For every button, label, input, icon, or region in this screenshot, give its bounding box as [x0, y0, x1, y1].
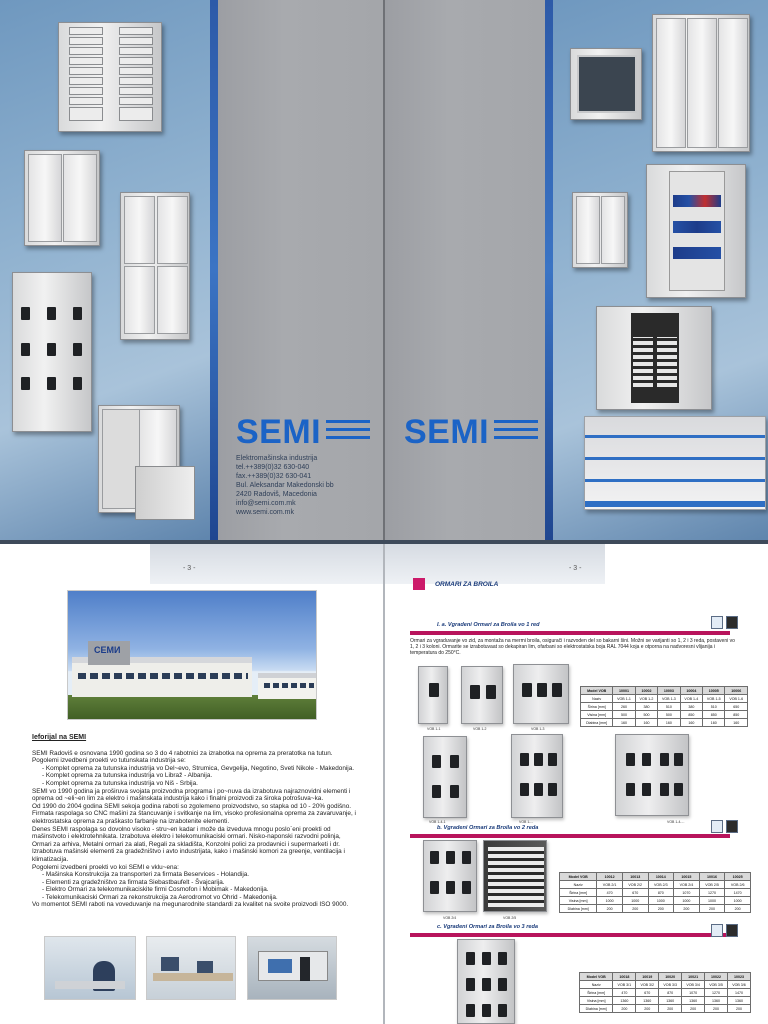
sub-title-b: b. Vgradeni Ormari za Broila vo 2 reda — [437, 825, 539, 831]
page-right: - 3 - ORMARI ZA BROILA I. a. Vgradeni Or… — [385, 544, 768, 1024]
vob-2-4-image — [423, 840, 477, 912]
indoor-icon — [711, 820, 723, 833]
caption: VOB 2/5 — [503, 916, 517, 920]
vob-1-1-image — [418, 666, 448, 724]
section-title: ORMARI ZA BROILA — [435, 581, 499, 588]
section-bar-b — [410, 834, 730, 838]
vob-1-6-image — [615, 734, 689, 816]
indoor-icon — [711, 616, 723, 629]
open-sliding-cabinet-image — [98, 405, 195, 520]
vob-1-2-image — [461, 666, 503, 724]
open-electrical-cabinet-image — [596, 306, 712, 410]
contact-block: Elektromašinska industrija tel.++389(0)3… — [236, 455, 334, 516]
section-bar-c — [410, 933, 730, 937]
section-marker — [413, 578, 425, 590]
door-icon — [726, 616, 738, 629]
vob-1-4-image — [423, 736, 467, 818]
tall-switch-cabinet-image — [652, 14, 750, 152]
vob-3-image — [457, 939, 515, 1024]
caption: VOB 1-3 — [531, 727, 545, 731]
info-heading: Iеforijal na SEMI — [32, 734, 87, 741]
desc-a: Ormari za vgraduvanje vo zid, za montaža… — [410, 638, 735, 656]
cover-stripe-right — [545, 0, 553, 540]
glass-box-cabinet-image — [570, 48, 642, 120]
workshop-photo — [247, 936, 337, 1000]
caption: VOB 1-4-... — [667, 820, 685, 824]
locker-cabinet-image — [120, 192, 190, 340]
info-text: Iеforijal na SEMI SEMI Radoviš e osnovan… — [32, 734, 356, 909]
cover-panel-right — [385, 0, 545, 540]
cover-stripe-left — [210, 0, 218, 540]
office-photo-1 — [44, 936, 136, 1000]
building-sign: СЕМИ — [94, 645, 121, 655]
cover-panel-left — [218, 0, 383, 540]
spread-divider — [0, 540, 768, 544]
logo-lines-icon — [326, 418, 370, 444]
page-number-right: - 3 - — [569, 565, 582, 572]
page-number-left: - 3 - — [183, 565, 196, 572]
caption: VOB 1-... — [519, 820, 534, 824]
two-door-cabinet-image — [24, 150, 100, 246]
caption: VOB 2/4 — [443, 916, 457, 920]
vob-1-5-image — [511, 734, 563, 818]
section-bar-a — [410, 631, 730, 635]
indoor-icon — [711, 924, 723, 937]
door-icon — [726, 924, 738, 937]
office-photo-2 — [146, 936, 236, 1000]
shelving-unit-image — [584, 416, 766, 510]
archive-cabinet-image — [646, 164, 746, 298]
caption: VOB 1-4-1 — [429, 820, 446, 824]
small-double-cabinet-image — [572, 192, 628, 268]
caption: VOB 1-1 — [427, 727, 441, 731]
meter-cabinet-image — [12, 272, 92, 432]
sub-title-c: c. Vgradeni Ormari za Broila vo 3 reda — [437, 924, 539, 930]
vob-1-3-image — [513, 664, 569, 724]
factory-photo: СЕМИ — [67, 590, 317, 720]
semi-logo-left: SEMI — [236, 413, 322, 451]
semi-logo-right: SEMI — [404, 413, 490, 451]
vob-2-5-image — [483, 840, 547, 912]
fold-line — [383, 0, 385, 540]
logo-lines-icon — [494, 418, 538, 444]
page-gutter — [383, 544, 385, 1024]
caption: VOB 1-2 — [473, 727, 487, 731]
page-left: - 3 - СЕМИ Iеforijal na SEMI SEMI Radovi… — [0, 544, 383, 1024]
door-icon — [726, 820, 738, 833]
drawer-cabinet-image — [58, 22, 162, 132]
sub-title-a: I. a. Vgradeni Ormari za Broila vo 1 red — [437, 622, 540, 628]
